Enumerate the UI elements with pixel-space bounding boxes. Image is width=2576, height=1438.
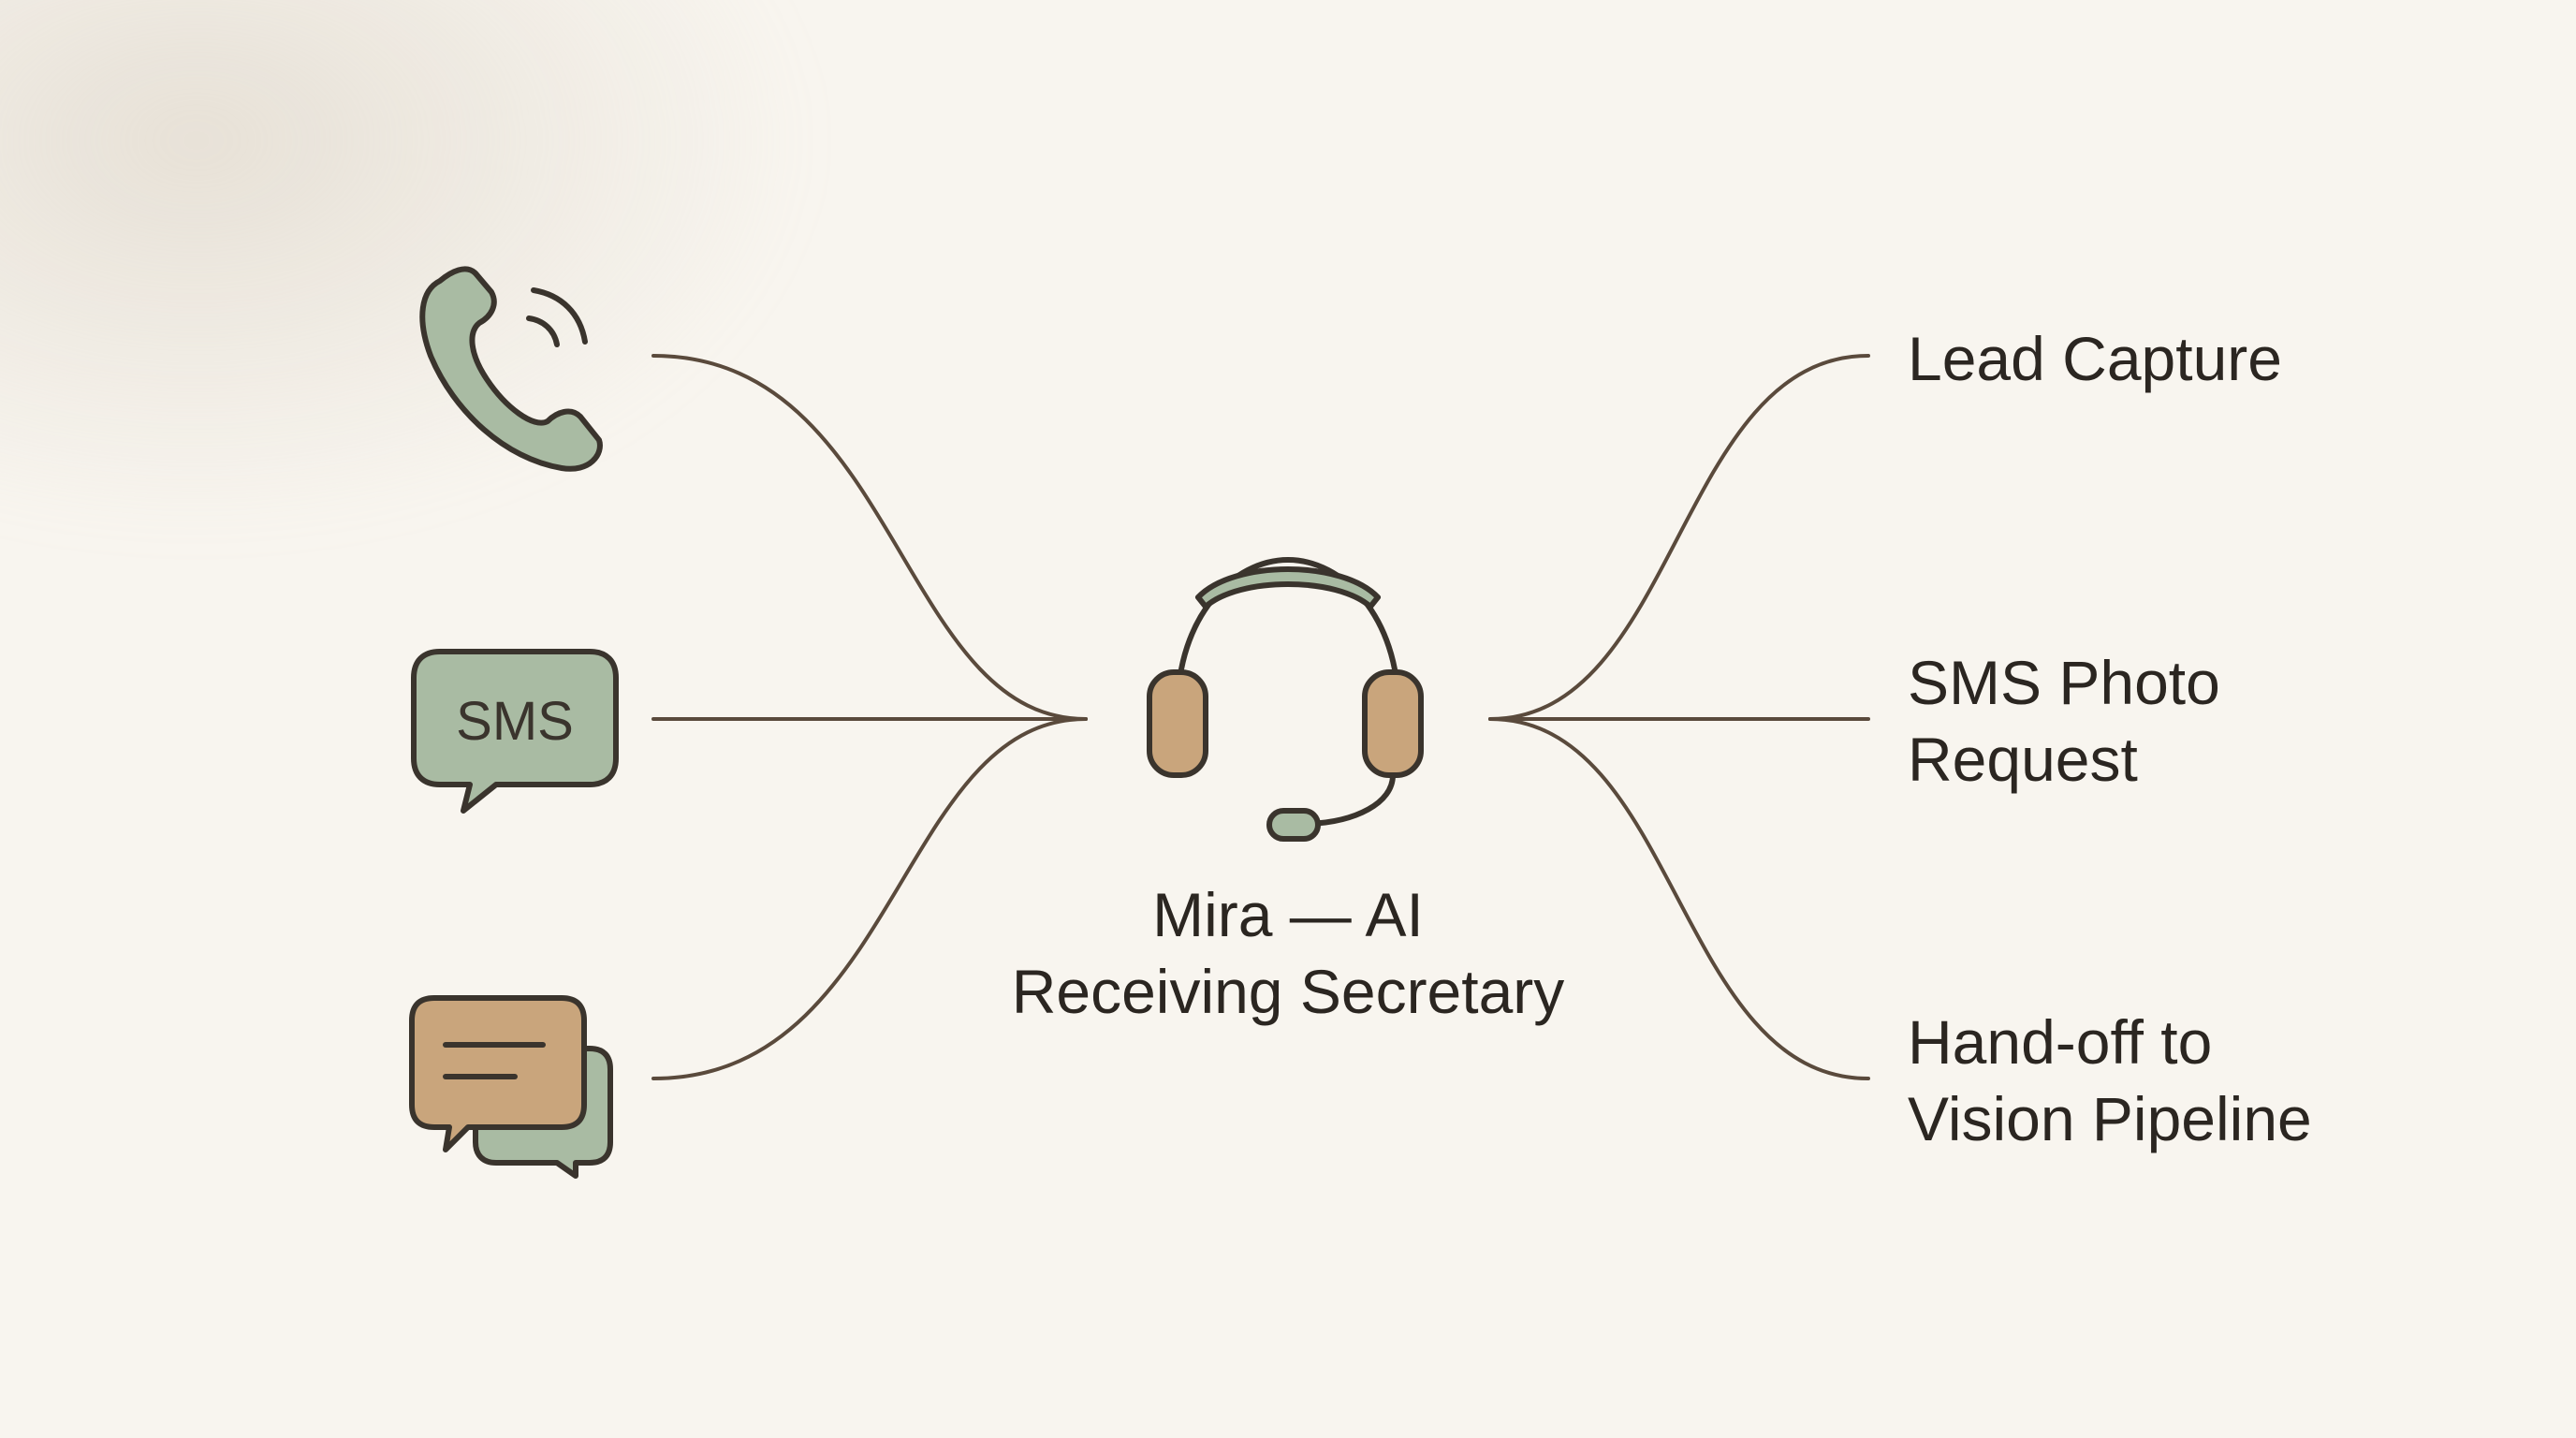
connector-mira-to-handoff: [1488, 717, 1870, 1080]
center-label-line2: Receiving Secretary: [1011, 957, 1565, 1026]
center-label-line1: Mira — AI: [1152, 880, 1424, 949]
output-lead-capture-line1: Lead Capture: [1908, 324, 2282, 393]
connector-phone-to-mira: [651, 354, 1088, 721]
headset-icon: [1147, 556, 1424, 842]
connector-mira-to-lead-capture: [1488, 354, 1870, 721]
output-handoff-vision: Hand-off to Vision Pipeline: [1908, 1004, 2312, 1157]
connector-chat-to-mira: [651, 717, 1088, 1080]
output-handoff-line2: Vision Pipeline: [1908, 1084, 2312, 1153]
sms-bubble-text: SMS: [456, 691, 574, 752]
phone-icon: [419, 266, 603, 472]
output-sms-photo-line2: Request: [1908, 725, 2138, 794]
sms-bubble-icon: SMS: [411, 649, 619, 814]
output-sms-photo-request: SMS Photo Request: [1908, 644, 2220, 798]
center-node-label: Mira — AI Receiving Secretary: [960, 876, 1616, 1030]
chat-bubbles-icon: [409, 995, 613, 1179]
output-sms-photo-line1: SMS Photo: [1908, 648, 2220, 717]
output-lead-capture: Lead Capture: [1908, 320, 2282, 397]
output-handoff-line1: Hand-off to: [1908, 1007, 2213, 1077]
